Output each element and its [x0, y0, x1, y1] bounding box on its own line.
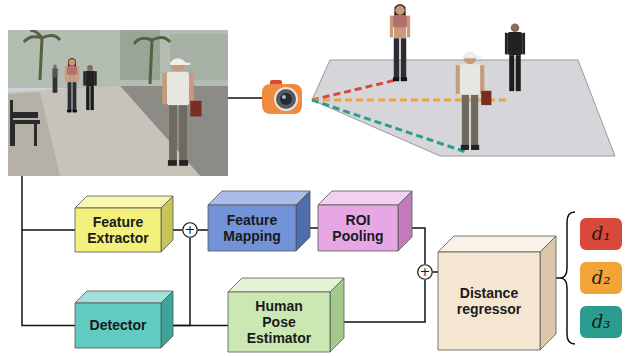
node-text: ROI Pooling — [318, 205, 398, 251]
output-wire — [556, 277, 560, 279]
node-label: d₃ — [592, 312, 611, 332]
box-face — [330, 278, 344, 352]
box-face — [75, 196, 173, 208]
node-text: d₁ — [580, 218, 622, 250]
box-face — [398, 191, 412, 251]
box-face — [318, 191, 412, 205]
output-box: d₃ — [580, 306, 622, 338]
box-face — [296, 191, 310, 251]
distance-ray — [312, 80, 396, 100]
node-label: d₁ — [592, 224, 611, 244]
output-box: d₁ — [580, 218, 622, 250]
node-label: Distance regressor — [446, 285, 532, 317]
process-box: ROI Pooling — [318, 191, 412, 251]
person-figure — [456, 52, 492, 150]
node-text: Feature Extractor — [75, 208, 161, 252]
box-face — [161, 196, 173, 252]
node-text: Human Pose Estimator — [228, 292, 330, 352]
box-face — [75, 208, 161, 252]
box-face — [228, 292, 330, 352]
process-box: Feature Mapping — [208, 191, 310, 251]
node-text: d₃ — [580, 306, 622, 338]
output-brace — [560, 212, 575, 344]
process-box: Distance regressor — [438, 236, 556, 350]
box-face — [75, 303, 161, 348]
process-box: Feature Extractor — [75, 196, 173, 252]
connector-line — [344, 280, 425, 322]
sum-circle — [418, 265, 433, 280]
connector-line — [310, 227, 318, 229]
box-face — [540, 236, 556, 350]
person-figure — [505, 23, 525, 91]
node-text: + — [182, 222, 198, 238]
camera-wire — [228, 97, 262, 99]
connector-line — [173, 325, 228, 327]
box-face — [438, 236, 556, 252]
box-face — [208, 191, 310, 205]
connector-line — [173, 238, 190, 326]
sum-node: + — [417, 264, 433, 280]
connector-line — [173, 229, 182, 231]
node-label: Feature Mapping — [214, 212, 290, 244]
camera-icon — [262, 80, 302, 114]
person-figure — [390, 4, 410, 81]
connector-line — [198, 229, 208, 231]
box-face — [318, 205, 398, 251]
node-label: d₂ — [592, 268, 611, 288]
distance-ray — [312, 100, 466, 152]
node-text: Feature Mapping — [208, 205, 296, 251]
output-box: d₂ — [580, 262, 622, 294]
node-label: Detector — [90, 317, 147, 333]
process-box: Human Pose Estimator — [228, 278, 344, 352]
sum-circle — [183, 223, 198, 238]
node-text: d₂ — [580, 262, 622, 294]
node-label: + — [185, 222, 196, 238]
connector-line — [433, 271, 438, 273]
process-box: Detector — [75, 291, 173, 348]
box-face — [208, 205, 296, 251]
box-face — [75, 291, 173, 303]
distance-ray — [312, 99, 508, 102]
box-face — [438, 252, 540, 350]
input-wire — [22, 176, 75, 326]
node-label: ROI Pooling — [324, 212, 392, 244]
node-text: Detector — [75, 303, 161, 348]
node-text: + — [417, 264, 433, 280]
connector-line — [412, 228, 425, 264]
node-text: Distance regressor — [438, 252, 540, 350]
node-label: + — [420, 264, 431, 280]
box-face — [161, 291, 173, 348]
node-label: Feature Extractor — [81, 214, 155, 246]
street-photo — [8, 30, 228, 176]
node-label: Human Pose Estimator — [238, 298, 320, 346]
ground-plane — [312, 60, 615, 156]
box-face — [228, 278, 344, 292]
sum-node: + — [182, 222, 198, 238]
